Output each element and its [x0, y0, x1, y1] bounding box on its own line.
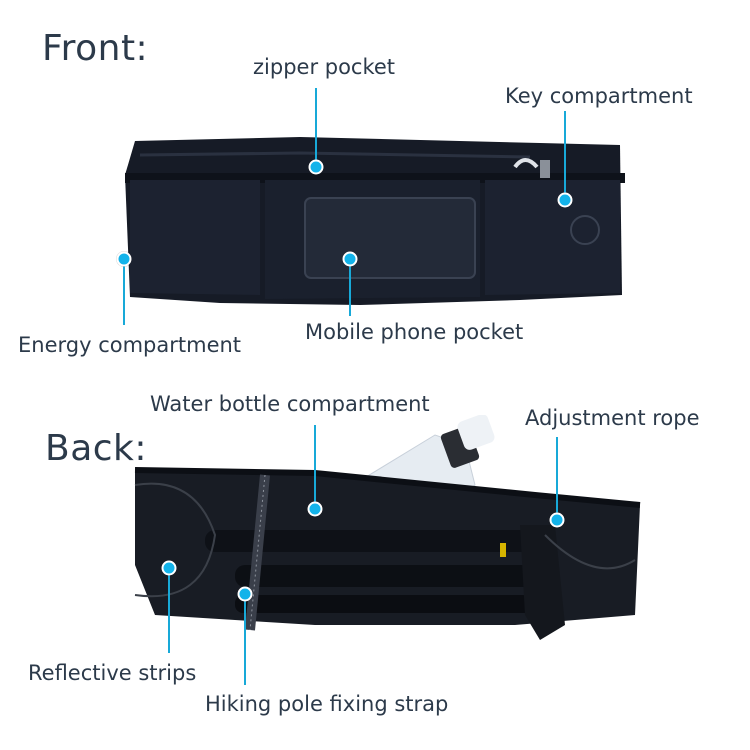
callout-dot-water-bottle-compartment: [307, 501, 323, 517]
label-energy-compartment: Energy compartment: [18, 333, 242, 357]
label-key-compartment: Key compartment: [505, 84, 693, 108]
callout-line-key-compartment: [564, 111, 566, 199]
callout-line-energy-compartment: [123, 260, 125, 325]
callout-dot-energy-compartment: [116, 251, 132, 267]
back-heading: Back:: [45, 428, 148, 469]
callout-dot-hiking-pole-fixing-strap: [237, 586, 253, 602]
label-hiking-pole-fixing-strap: Hiking pole fixing strap: [205, 692, 449, 716]
callout-dot-adjustment-rope: [549, 512, 565, 528]
label-reflective-strips: Reflective strips: [28, 661, 197, 685]
front-heading: Front:: [42, 28, 149, 69]
callout-dot-key-compartment: [557, 192, 573, 208]
label-zipper-pocket: zipper pocket: [253, 55, 396, 79]
callout-dot-reflective-strips: [161, 560, 177, 576]
callout-dot-zipper-pocket: [308, 159, 324, 175]
label-water-bottle-compartment: Water bottle compartment: [150, 392, 430, 416]
label-adjustment-rope: Adjustment rope: [525, 406, 700, 430]
callout-line-mobile-phone-pocket: [349, 260, 351, 316]
callout-line-zipper-pocket: [315, 88, 317, 166]
callout-line-water-bottle-compartment: [314, 425, 316, 508]
back-bag-image: [134, 415, 641, 640]
callout-line-reflective-strips: [168, 568, 170, 653]
callout-line-adjustment-rope: [556, 437, 558, 519]
front-bag-image: [125, 137, 625, 305]
callout-line-hiking-pole-fixing-strap: [244, 595, 246, 685]
callout-dot-mobile-phone-pocket: [342, 251, 358, 267]
label-mobile-phone-pocket: Mobile phone pocket: [305, 320, 524, 344]
